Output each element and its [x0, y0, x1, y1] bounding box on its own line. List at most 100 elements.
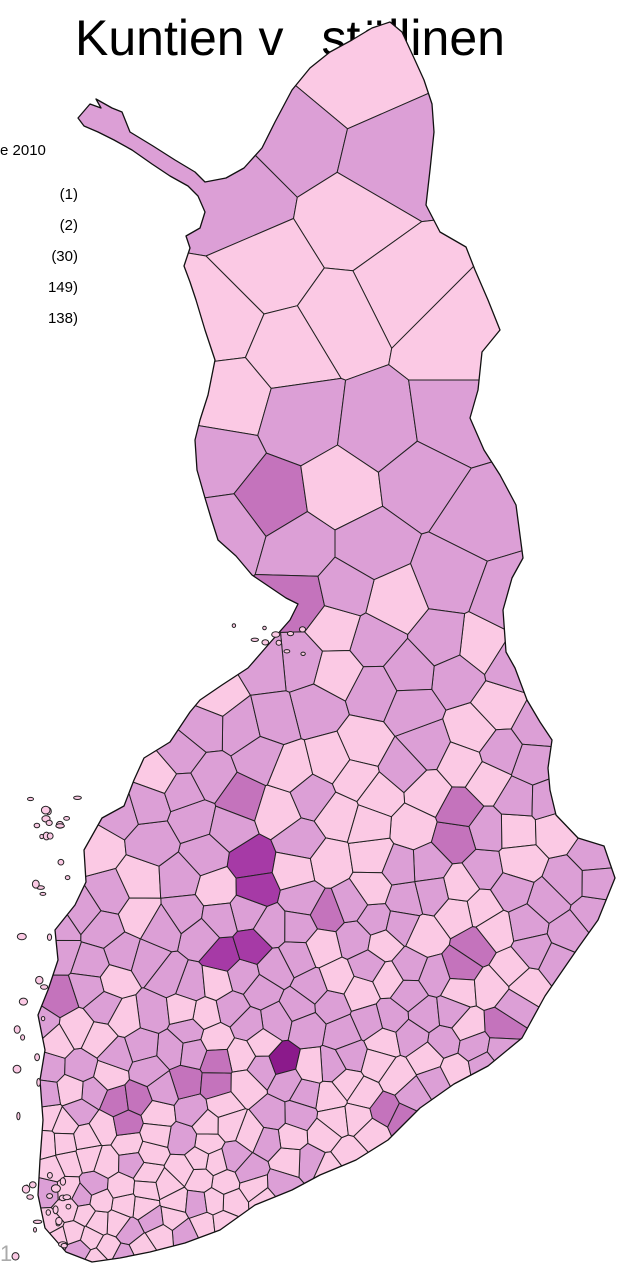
island	[62, 1194, 72, 1201]
municipality-area	[510, 743, 615, 786]
municipality-area	[510, 624, 615, 753]
island	[31, 879, 40, 889]
municipality-area	[38, 581, 178, 794]
island	[33, 822, 41, 829]
island	[64, 875, 71, 881]
municipality-area	[38, 826, 82, 941]
island	[52, 1205, 59, 1215]
municipality-area	[566, 729, 615, 871]
title-part-1: Kuntien v	[75, 10, 284, 66]
municipality-area	[284, 910, 318, 944]
municipality-area	[435, 786, 485, 827]
municipality-area	[38, 587, 139, 841]
municipality-area	[38, 594, 251, 717]
island	[286, 631, 295, 637]
island	[46, 1193, 54, 1199]
municipality-area	[248, 1187, 368, 1262]
island	[26, 1194, 34, 1200]
island	[35, 975, 44, 985]
municipality-area	[510, 933, 552, 970]
island	[63, 816, 70, 821]
island	[73, 795, 82, 800]
municipality-area	[107, 1171, 136, 1199]
municipality-area	[38, 739, 127, 879]
municipality-area	[164, 772, 206, 813]
legend-class-5: 138)	[47, 310, 78, 327]
municipality-area	[500, 813, 537, 849]
municipality-area	[38, 939, 82, 976]
municipality-area	[383, 688, 447, 737]
municipality-area	[132, 1180, 161, 1202]
municipality-area	[287, 1012, 327, 1050]
municipality-area	[346, 804, 392, 844]
island	[40, 984, 49, 990]
island	[45, 1209, 51, 1216]
municipality-area	[132, 22, 615, 130]
municipality-area	[118, 1152, 145, 1179]
island	[46, 1172, 53, 1179]
island	[11, 1252, 20, 1261]
island	[46, 933, 53, 941]
legend-class-3: (30)	[51, 248, 78, 265]
municipality-area	[179, 1039, 208, 1070]
municipality-area	[473, 964, 510, 1011]
municipality-area	[232, 928, 273, 965]
municipality-area	[230, 735, 285, 787]
municipality-area	[349, 1003, 383, 1042]
municipality-area	[317, 556, 375, 617]
municipality-area	[256, 947, 295, 991]
island	[55, 823, 65, 829]
municipality-area	[38, 1239, 92, 1262]
municipality-area	[209, 805, 260, 853]
island	[262, 625, 267, 631]
municipality-area	[484, 610, 615, 695]
island	[39, 891, 47, 896]
municipality-area	[124, 778, 172, 825]
island	[45, 819, 53, 827]
island	[271, 631, 281, 638]
municipality-area	[418, 953, 451, 998]
municipality-area	[569, 895, 615, 1030]
island	[16, 1111, 21, 1121]
municipality-area	[67, 972, 105, 1009]
municipality-area	[155, 1167, 185, 1201]
municipality-area	[318, 956, 355, 995]
municipality-area	[140, 903, 182, 953]
legend-class-2: (2)	[59, 217, 78, 234]
municipality-area	[377, 735, 428, 794]
island	[21, 1184, 31, 1194]
municipality-area	[199, 604, 287, 696]
municipality-area	[330, 877, 369, 924]
island	[283, 649, 291, 654]
island	[40, 805, 51, 815]
island	[34, 1053, 40, 1062]
municipality-area	[385, 910, 421, 947]
municipality-area	[271, 851, 316, 891]
municipality-area	[538, 942, 615, 1114]
municipality-area	[344, 1102, 373, 1137]
municipality-area	[478, 728, 523, 776]
island	[298, 626, 307, 633]
municipality-area	[414, 877, 449, 917]
municipality-area	[38, 22, 298, 257]
island	[65, 1203, 72, 1210]
municipality-area	[49, 22, 348, 198]
page-number: 1	[0, 1241, 13, 1266]
major-borders	[37, 21, 616, 1263]
legend-class-1: (1)	[59, 186, 78, 203]
island	[12, 1064, 22, 1074]
island	[40, 1016, 46, 1022]
municipality-area	[203, 1187, 225, 1216]
country-border	[37, 21, 616, 1263]
island	[275, 639, 282, 646]
legend-title: e 2010	[0, 142, 46, 159]
municipality-area	[252, 1126, 282, 1163]
municipality-area	[217, 1108, 248, 1143]
municipality-area	[67, 648, 207, 775]
municipality-area	[436, 995, 471, 1029]
island	[18, 997, 28, 1006]
island	[55, 1216, 63, 1226]
